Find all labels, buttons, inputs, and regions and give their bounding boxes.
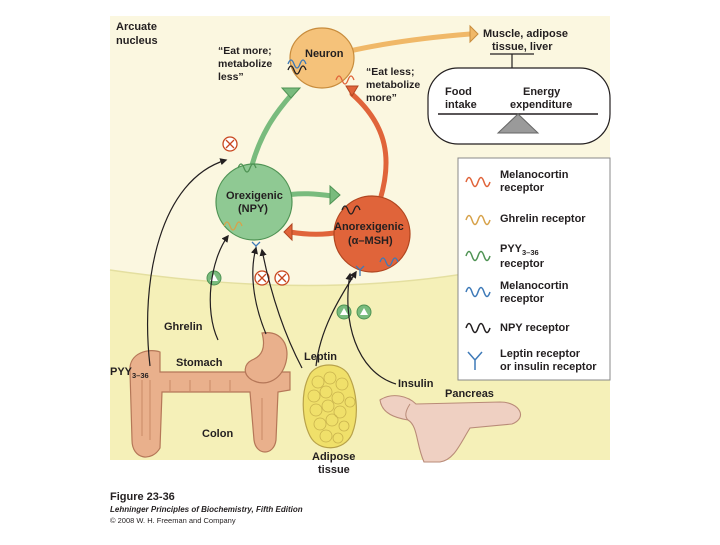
neuron-label: Neuron	[305, 48, 344, 60]
legend-label: PYY3–36	[500, 243, 539, 257]
food-intake-line2: intake	[445, 99, 477, 111]
colon-folds	[141, 380, 263, 440]
muscle-label-line2: tissue, liver	[492, 41, 553, 53]
arcuate-label-line2: nucleus	[116, 35, 158, 47]
balance-box	[427, 67, 611, 145]
eat-more-line3: less”	[218, 71, 244, 83]
ghrelin-label: Ghrelin	[164, 321, 203, 333]
orexigenic-label-line1: Orexigenic	[226, 190, 283, 202]
figure-copyright: © 2008 W. H. Freeman and Company	[110, 516, 236, 525]
axon-terminal	[469, 24, 479, 44]
insulin-label: Insulin	[398, 378, 434, 390]
energy-expenditure-line2: expenditure	[510, 99, 572, 111]
figure-number: Figure 23-36	[110, 491, 175, 503]
adipose-label-line2: tissue	[318, 464, 350, 476]
legend-item-ghrelin: Ghrelin receptor	[465, 213, 586, 226]
legend-label: Ghrelin receptor	[500, 213, 586, 225]
figure-source: Lehninger Principles of Biochemistry, Fi…	[110, 505, 303, 514]
legend-label: or insulin receptor	[500, 361, 597, 373]
excitation-icon	[206, 270, 222, 286]
npy-receptor-icon	[465, 322, 491, 334]
adipose-cells	[307, 371, 356, 444]
legend-label: receptor	[500, 182, 545, 194]
legend-label: receptor	[500, 293, 545, 305]
pancreas-duct	[405, 403, 411, 421]
anorexigenic-terminal-left	[283, 222, 293, 242]
legend-box	[457, 157, 611, 381]
legend-label: Melanocortin	[500, 169, 569, 181]
anorexigenic-terminal-up	[345, 85, 359, 97]
orexigenic-label-line2: (NPY)	[238, 203, 268, 215]
excitation-icon	[356, 304, 372, 320]
adipose-tissue-illustration	[302, 364, 357, 449]
inhibition-icon	[254, 270, 270, 286]
pyy-receptor-icon	[465, 250, 491, 262]
eat-more-line1: “Eat more;	[218, 45, 272, 57]
legend-item-melanocortin-orange: Melanocortin receptor	[465, 169, 569, 194]
neuron-axon	[342, 31, 473, 55]
inhibition-icon	[222, 136, 238, 152]
eat-less-line1: “Eat less;	[366, 66, 414, 78]
pancreas-label: Pancreas	[445, 388, 494, 400]
eat-less-line2: metabolize	[366, 79, 420, 91]
signal-arrows	[146, 158, 397, 385]
ghrelin-receptor-icon	[465, 214, 491, 226]
legend-label: receptor	[500, 258, 545, 270]
anorexigenic-label-line1: Anorexigenic	[334, 221, 404, 233]
legend-item-pyy: PYY3–36 receptor	[465, 243, 545, 270]
arcuate-label-line1: Arcuate	[116, 21, 157, 33]
legend-label: NPY receptor	[500, 322, 570, 334]
anorexigenic-axon-up	[349, 91, 389, 203]
legend-label: Melanocortin	[500, 280, 569, 292]
legend-label: Leptin receptor	[500, 348, 581, 360]
anorexigenic-label-line2: (α–MSH)	[348, 235, 393, 247]
leptin-label: Leptin	[304, 351, 337, 363]
stomach-illustration	[244, 332, 288, 384]
inhibition-icon	[274, 270, 290, 286]
orexigenic-cell-body	[215, 163, 293, 241]
balance-fulcrum	[496, 113, 540, 134]
eat-more-line2: metabolize	[218, 58, 272, 70]
stomach-label: Stomach	[176, 357, 223, 369]
anorexigenic-axon-left	[287, 229, 343, 237]
neuron-cell-body	[289, 27, 355, 89]
food-intake-line1: Food	[445, 86, 472, 98]
legend-item-melanocortin-blue: Melanocortin receptor	[465, 280, 569, 305]
energy-expenditure-line1: Energy	[523, 86, 561, 98]
orexigenic-terminal-up	[280, 87, 302, 99]
receptor-icons	[223, 59, 399, 276]
orexigenic-terminal-right	[329, 184, 341, 206]
pyy-label: PYY3–36	[110, 366, 149, 380]
melanocortin-receptor-icon	[465, 176, 491, 188]
melanocortin-blue-receptor-icon	[465, 286, 491, 298]
adipose-label-line1: Adipose	[312, 451, 355, 463]
legend-item-leptin: Leptin receptor or insulin receptor	[467, 348, 597, 373]
anorexigenic-cell-body	[333, 195, 411, 273]
muscle-label-line1: Muscle, adipose	[483, 28, 568, 40]
colon-label: Colon	[202, 428, 233, 440]
leptin-receptor-icon	[467, 351, 483, 370]
legend-item-npy: NPY receptor	[465, 322, 570, 334]
eat-less-line3: more”	[366, 92, 397, 104]
orexigenic-axon-up	[249, 91, 295, 168]
